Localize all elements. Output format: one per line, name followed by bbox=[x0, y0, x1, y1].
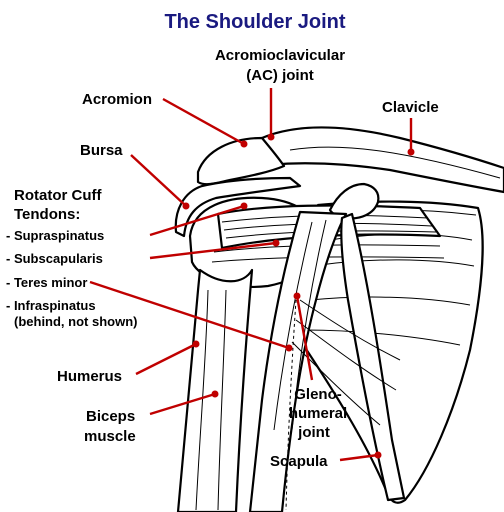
label-biceps-line2: muscle bbox=[84, 428, 136, 445]
acromion-leader bbox=[162, 97, 245, 146]
label-gleno-line2: humeral bbox=[289, 405, 347, 422]
bursa-shape bbox=[174, 176, 302, 238]
teres-minor-leader bbox=[89, 280, 290, 350]
label-ac-joint-line2: (AC) joint bbox=[246, 67, 313, 84]
label-infraspinatus-line2: (behind, not shown) bbox=[14, 314, 137, 329]
label-infraspinatus-line1: - Infraspinatus bbox=[6, 298, 96, 313]
label-gleno-line3: joint bbox=[297, 424, 330, 441]
glenohumeral-leader bbox=[295, 295, 314, 381]
label-subscapularis: - Subscapularis bbox=[6, 251, 103, 266]
leader-lines bbox=[89, 88, 415, 462]
label-acromion: Acromion bbox=[82, 91, 152, 108]
label-rotator-line1: Rotator Cuff bbox=[14, 187, 102, 204]
supraspinatus-leader bbox=[149, 204, 245, 237]
label-ac-joint-line1: Acromioclavicular bbox=[215, 47, 345, 64]
biceps-leader bbox=[149, 392, 216, 416]
subscapularis-leader bbox=[149, 241, 277, 260]
label-gleno-line1: Gleno- bbox=[294, 386, 342, 403]
labels: The Shoulder Joint Acromioclavicular (AC… bbox=[6, 11, 439, 470]
label-supraspinatus: - Supraspinatus bbox=[6, 228, 104, 243]
scapula-leader bbox=[339, 453, 379, 462]
biceps-bundle bbox=[248, 210, 348, 512]
scapula-shape bbox=[288, 200, 484, 504]
label-bursa: Bursa bbox=[80, 142, 123, 159]
label-biceps-line1: Biceps bbox=[86, 408, 135, 425]
label-scapula: Scapula bbox=[270, 453, 328, 470]
clavicle-shape bbox=[260, 126, 504, 194]
anatomy-illustration bbox=[174, 126, 504, 512]
page-title: The Shoulder Joint bbox=[164, 11, 345, 33]
label-rotator-line2: Tendons: bbox=[14, 206, 80, 223]
label-humerus: Humerus bbox=[57, 368, 122, 385]
label-teres-minor: - Teres minor bbox=[6, 275, 87, 290]
humerus-leader bbox=[135, 342, 197, 376]
bursa-leader bbox=[130, 154, 187, 207]
label-clavicle: Clavicle bbox=[382, 99, 439, 116]
